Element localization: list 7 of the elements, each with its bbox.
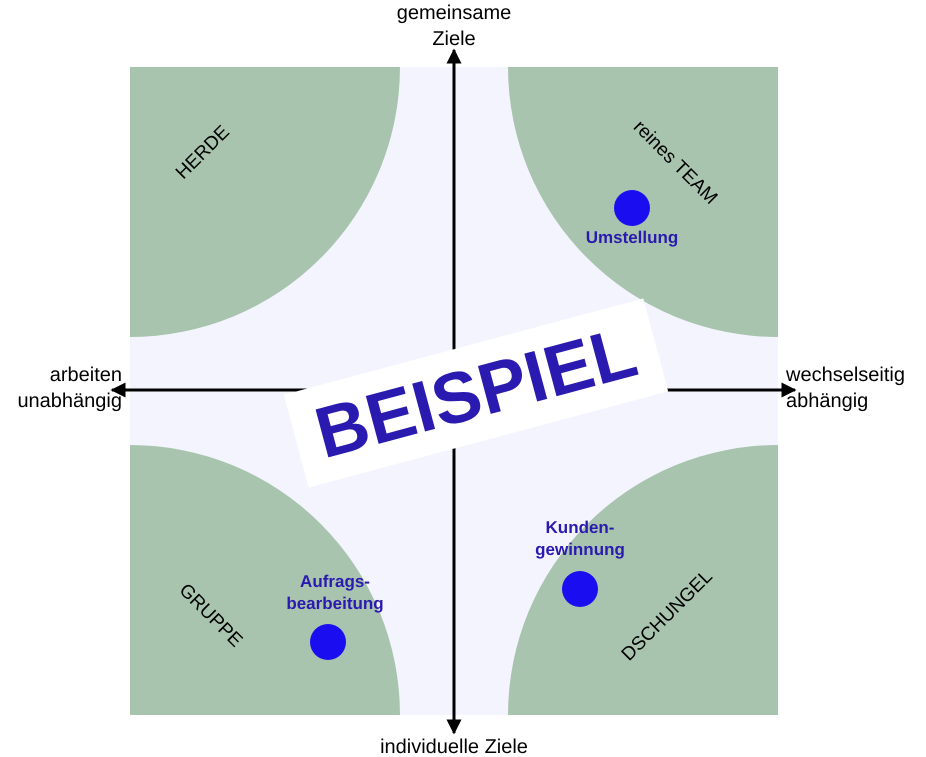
point-label: Aufrags- bearbeitung — [285, 571, 385, 615]
axis-label: individuelle Ziele — [379, 735, 529, 757]
point-label: Kunden- gewinnung — [534, 517, 626, 561]
axis-label: gemeinsame Ziele — [396, 1, 512, 52]
point-label: Umstellung — [584, 227, 680, 249]
axis-label: wechselseitig abhängig — [786, 363, 906, 414]
axis-label: arbeiten unabhängig — [16, 363, 122, 414]
